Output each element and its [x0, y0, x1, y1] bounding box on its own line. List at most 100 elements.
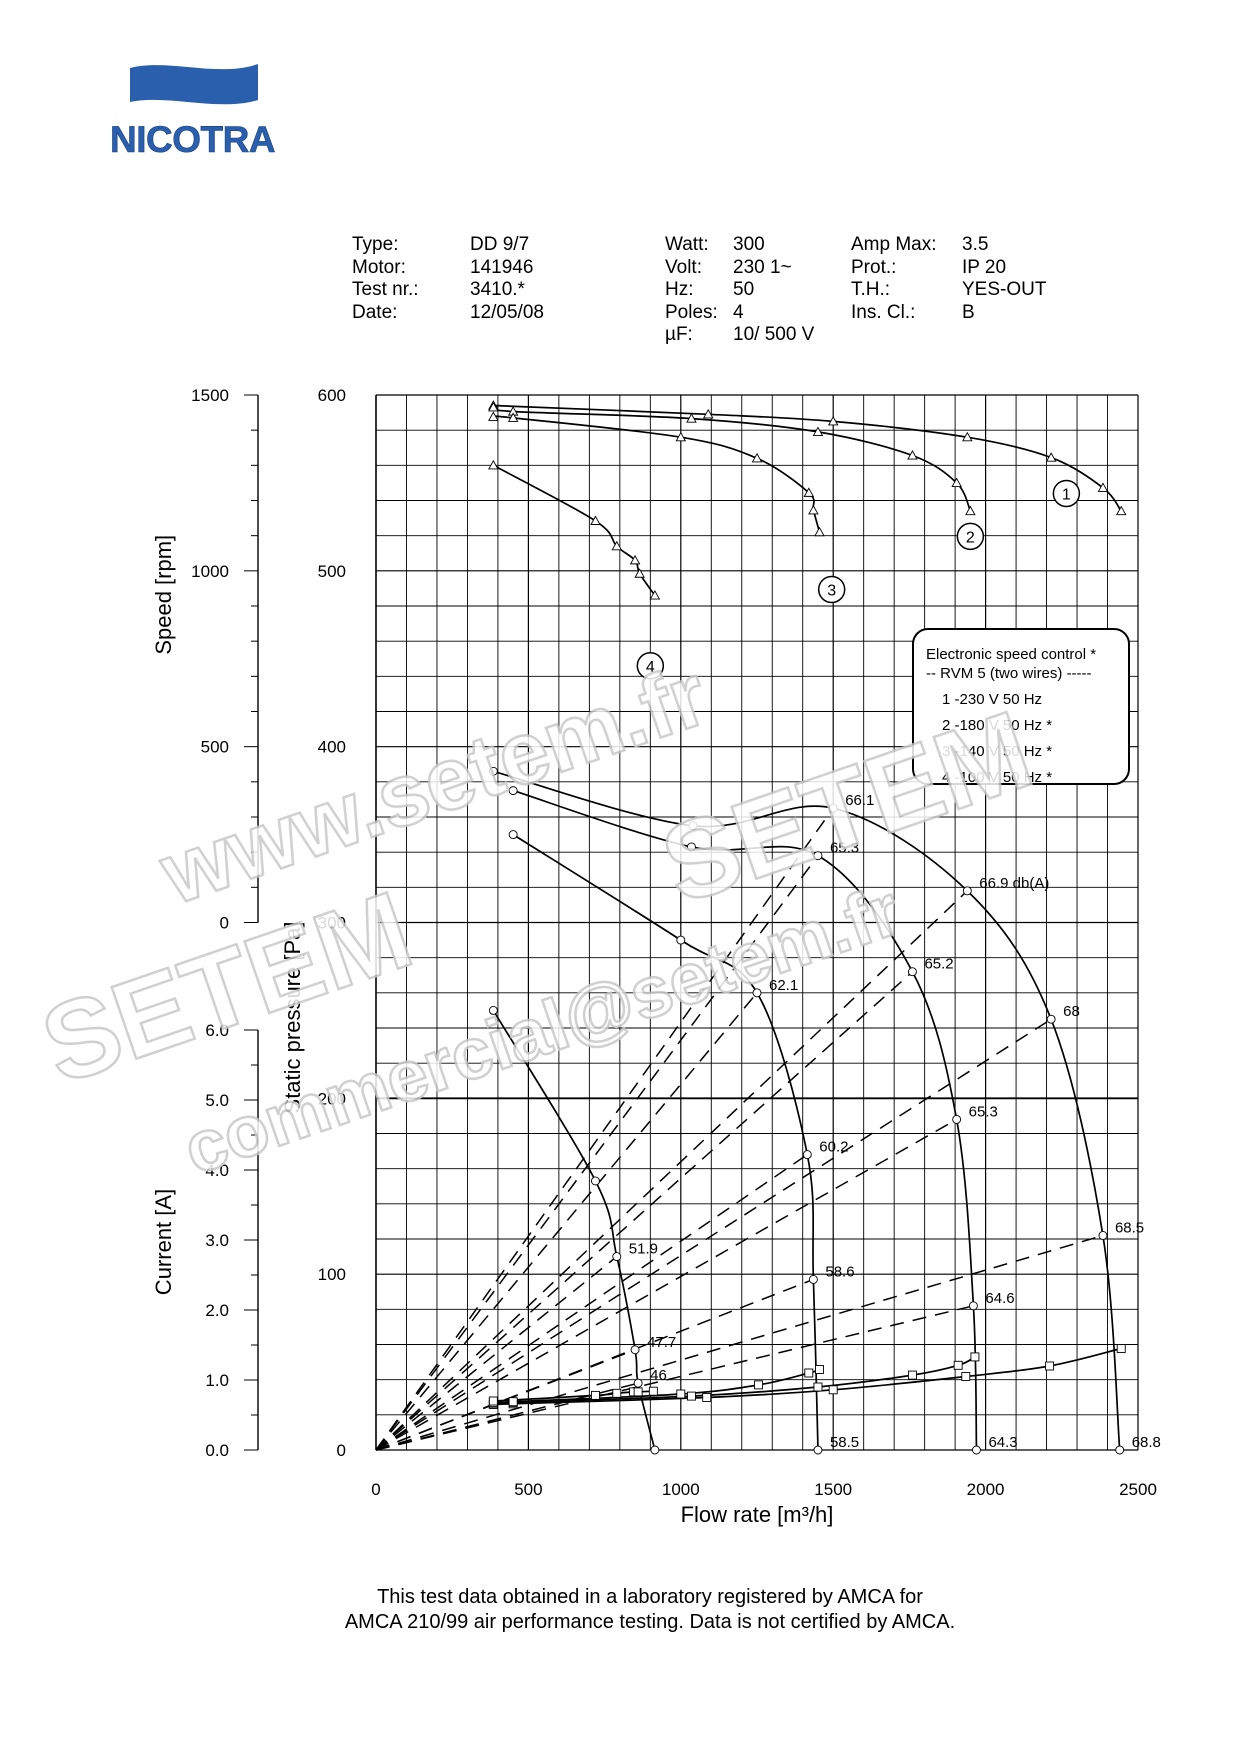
speed-marker — [507, 412, 519, 422]
pressure-marker — [591, 1176, 600, 1186]
speed-marker — [488, 401, 499, 412]
speed-curve — [491, 415, 821, 533]
speed-marker — [590, 515, 601, 525]
pressure-marker — [1098, 1231, 1108, 1240]
sound-level-label: 65.3 — [830, 840, 859, 857]
speed-marker — [488, 411, 499, 421]
sound-level-label: 58.6 — [825, 1263, 854, 1280]
speed-marker — [803, 487, 815, 497]
spec-label: Date: — [352, 301, 398, 323]
sound-level-label: 46 — [650, 1367, 667, 1384]
curve-id-circle — [636, 652, 665, 680]
current-marker — [488, 1396, 498, 1406]
footer-line-1: This test data obtained in a laboratory … — [377, 1586, 923, 1608]
spec-value: 300 — [733, 234, 765, 255]
speed-marker — [634, 568, 645, 578]
sound-line — [375, 992, 758, 1451]
sound-line — [375, 971, 913, 1451]
current-tick-label: 6.0 — [205, 1021, 229, 1040]
speed-marker — [702, 408, 714, 419]
pressure-marker — [962, 886, 972, 896]
logo-wave — [130, 64, 258, 105]
speed-marker — [675, 431, 687, 442]
current-marker — [676, 1389, 686, 1399]
spec-value: YES-OUT — [962, 279, 1047, 300]
spec-label: Motor: — [352, 256, 406, 278]
legend-title: Electronic speed control * — [926, 646, 1097, 663]
spec-value: IP 20 — [962, 256, 1007, 278]
speed-control-legend: Electronic speed control * -- RVM 5 (two… — [912, 628, 1130, 786]
pressure-marker — [802, 1150, 812, 1160]
spec-label: Prot.: — [851, 256, 897, 278]
speed-marker — [827, 415, 839, 426]
current-tick-label: 1.0 — [205, 1371, 229, 1390]
x-tick-label: 2500 — [1119, 1480, 1157, 1499]
speed-marker — [751, 452, 763, 463]
speed-marker — [951, 477, 962, 487]
pressure-marker — [650, 1445, 660, 1455]
legend-item-2: 2 -180 V 50 Hz * — [942, 717, 1053, 734]
current-tick-label: 4.0 — [205, 1161, 229, 1180]
sound-line — [375, 1234, 1104, 1451]
legend-item-3: 3 -140 V 50 Hz * — [942, 743, 1053, 760]
sound-line — [375, 1118, 958, 1451]
pressure-tick-label: 100 — [318, 1265, 346, 1284]
pressure-marker — [508, 830, 518, 840]
pressure-tick-label: 200 — [318, 1089, 346, 1108]
pressure-marker — [972, 1445, 981, 1455]
spec-label: Hz: — [665, 279, 694, 300]
footer-line-2: AMCA 210/99 air performance testing. Dat… — [344, 1611, 956, 1633]
speed-marker — [649, 590, 661, 600]
performance-curves — [490, 404, 1122, 1451]
sound-line — [375, 807, 834, 1451]
pressure-marker — [633, 1378, 643, 1388]
sound-level-label: 68.5 — [1115, 1219, 1144, 1236]
current-marker — [1116, 1344, 1126, 1353]
sound-level-label: 47.7 — [647, 1334, 676, 1351]
curve-id-label: 1 — [1062, 486, 1071, 503]
speed-marker — [488, 459, 499, 470]
pressure-marker — [828, 803, 838, 813]
speed-marker — [1045, 452, 1057, 462]
curve-id-circle — [817, 575, 846, 604]
sound-level-label: 68.8 — [1132, 1434, 1161, 1451]
pressure-marker — [813, 1445, 823, 1455]
sound-level-label: 65.2 — [924, 956, 953, 973]
spec-label: Poles: — [665, 301, 718, 323]
speed-marker — [808, 504, 819, 515]
speed-curve — [492, 464, 656, 596]
speed-marker — [812, 426, 824, 436]
sound-line — [375, 1255, 618, 1451]
spec-value: 4 — [733, 301, 744, 323]
current-marker — [754, 1380, 763, 1390]
sound-line — [375, 1305, 974, 1451]
pressure-marker — [808, 1274, 818, 1284]
pressure-marker — [1115, 1445, 1125, 1455]
spec-label: Amp Max: — [851, 234, 937, 255]
speed-marker — [1115, 505, 1127, 516]
sound-level-label: 66.1 — [845, 792, 874, 809]
current-marker — [970, 1352, 980, 1362]
x-tick-label: 2000 — [967, 1480, 1005, 1499]
sound-level-label: 60.2 — [819, 1139, 848, 1156]
sound-lines — [375, 807, 1104, 1451]
pressure-tick-label: 400 — [318, 738, 346, 757]
spec-value: 230 1~ — [733, 256, 792, 278]
x-tick-label: 0 — [371, 1480, 380, 1499]
spec-value: 12/05/08 — [470, 301, 544, 323]
sound-level-label: 58.5 — [830, 1434, 859, 1451]
current-tick-label: 3.0 — [205, 1231, 229, 1250]
speed-tick-label: 500 — [201, 738, 229, 757]
legend-item-4: 4 -100 V 50 Hz * — [942, 769, 1053, 786]
curve-markers — [488, 400, 1127, 1455]
speed-curve — [491, 406, 972, 512]
curve-id-label: 4 — [646, 659, 655, 676]
nicotra-logo: NICOTRA — [110, 64, 276, 160]
spec-label: µF: — [665, 324, 693, 345]
current-marker — [612, 1388, 622, 1398]
spec-label: Watt: — [665, 234, 709, 255]
sound-line — [375, 890, 968, 1451]
legend-item-1: 1 -230 V 50 Hz — [942, 691, 1043, 708]
pressure-tick-label: 600 — [318, 386, 346, 405]
